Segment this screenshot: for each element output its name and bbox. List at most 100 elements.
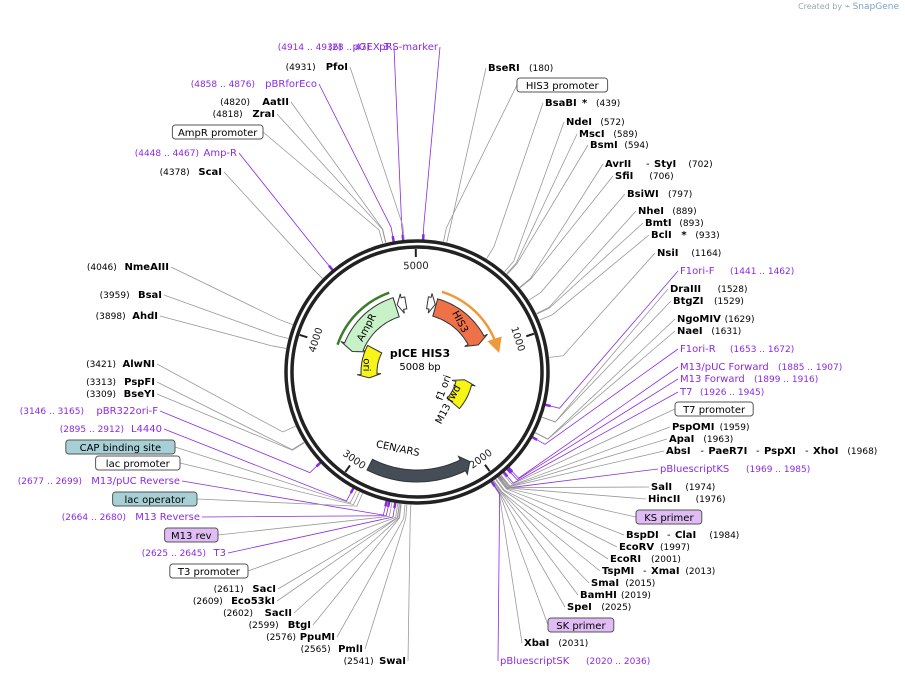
primer-name: M13/pUC Forward [680, 362, 769, 373]
site-bspdi: BspDI-ClaI(1984) [626, 530, 739, 541]
enzyme-position: (1974) [685, 483, 715, 493]
primer-site-mark [393, 502, 397, 509]
enzyme-position: (1997) [660, 543, 690, 553]
plasmid-backbone [284, 239, 550, 505]
primer-name: T7 [679, 387, 692, 398]
site-ppumi: PpuMI(2576) [266, 632, 335, 643]
outer-ring [284, 239, 550, 505]
enzyme-name: NdeI [566, 117, 592, 128]
site-his3-promoter: HIS3 promoter [516, 77, 609, 93]
inner-ring [290, 245, 544, 499]
enzyme-position: (1164) [691, 249, 721, 259]
leader-line [502, 408, 676, 485]
leader-line [495, 478, 618, 548]
enzyme-name: ApaI [669, 434, 694, 445]
enzyme-name: PpuMI [300, 632, 335, 643]
primer-name: pBR322ori-F [96, 406, 158, 417]
primer-name: pBluescriptSK [500, 656, 570, 667]
leader-line [422, 46, 441, 240]
site-prs-marker: pRS-marker(28 .. 47) [329, 42, 439, 53]
primer-site-mark [531, 435, 538, 441]
enzyme-position: (2541) [344, 657, 374, 667]
primer-range: (2625 .. 2645) [142, 549, 206, 559]
enzyme-name: SalI [651, 482, 672, 493]
site-sali: SalI (1974) [651, 482, 715, 493]
feature-name: CAP binding site [80, 443, 162, 454]
leader-line [508, 366, 679, 479]
enzyme-name: NaeI [677, 326, 703, 337]
enzyme-position: (3959) [100, 291, 130, 301]
ampr-sub-arc [336, 291, 390, 346]
enzyme-position: (1629) [725, 315, 755, 325]
leader-line [536, 210, 637, 314]
enzyme-name: PspOMI [672, 422, 714, 433]
enzyme-position: (439) [596, 99, 620, 109]
leader-line [223, 171, 323, 279]
site-bsmi: BsmI(594) [590, 140, 649, 151]
primer-site-mark [544, 403, 552, 408]
leader-line [528, 193, 626, 301]
site-t3-promoter: T3 promoter [169, 563, 249, 579]
site-ampr-promoter: AmpR promoter [171, 124, 264, 140]
primer-site-mark [349, 487, 355, 494]
enzyme-name: PspFI [124, 377, 155, 388]
site-m13-rev: M13 rev [164, 527, 219, 543]
feature-box [171, 124, 264, 140]
leader-line [443, 84, 518, 242]
primer-site-mark [391, 235, 396, 243]
site-tspmi: TspMI-XmaI(2013) [602, 566, 715, 577]
enzyme-name: Eco53kI [231, 596, 275, 607]
site-btgzi: BtgZI(1529) [673, 296, 744, 307]
site-eco53ki: Eco53kI(2609) [193, 596, 275, 607]
leader-line [174, 446, 357, 504]
site-msci: MscI(589) [579, 129, 638, 140]
enzyme-name: BspDI [626, 530, 659, 541]
enzyme-name: ScaI [198, 167, 222, 178]
methylation-star: * [681, 230, 687, 241]
site-aatii: AatII(4820) [220, 97, 289, 108]
site-pbluescriptsk: pBluescriptSK(2020 .. 2036) [500, 656, 650, 667]
primer-name: pBluescriptKS [660, 464, 729, 475]
enzyme-position: (4818) [213, 110, 243, 120]
enzyme-position: (3898) [96, 312, 126, 322]
leader-line [262, 131, 384, 244]
enzyme-name: BsaBI [545, 98, 577, 109]
site-f1ori-r: F1ori-R(1653 .. 1672) [680, 344, 794, 355]
site-bseyi: BseYI(3309) [86, 389, 155, 400]
feature-name: T7 promoter [682, 405, 746, 416]
name-separator: - [646, 159, 650, 170]
enzyme-name: XhoI [813, 446, 838, 457]
leader-line [364, 504, 408, 650]
enzyme-position: (180) [529, 64, 553, 74]
enzyme-name: AbsI [666, 446, 691, 457]
leader-line [407, 504, 412, 662]
site-ndei: NdeI(572) [566, 117, 625, 128]
primer-name: M13 Reverse [135, 512, 200, 523]
enzyme-name: SfiI [615, 171, 633, 182]
his3-promoter-arrow [426, 293, 436, 314]
site-bsabi: BsaBI*(439) [545, 98, 620, 109]
feature-name: lac promoter [106, 459, 171, 470]
leader-line [519, 175, 614, 289]
site-amp-r: Amp-R(4448 .. 4467) [135, 148, 237, 159]
enzyme-position: (2599) [249, 621, 279, 631]
feature-name: KS primer [644, 513, 694, 524]
site-bmti: BmtI(893) [645, 218, 704, 229]
leader-line [156, 393, 305, 451]
enzyme-position: (2565) [301, 645, 331, 655]
leader-line [318, 83, 394, 242]
site-nmeaiii: NmeAIII(4046) [87, 262, 169, 273]
leader-line [497, 477, 637, 518]
ori-label: ori [361, 358, 372, 371]
enzyme-position: (706) [649, 172, 673, 182]
enzyme-name: XbaI [524, 638, 549, 649]
leader-line [506, 133, 578, 274]
primer-name: M13/pUC Reverse [91, 476, 180, 487]
site-f1ori-f: F1ori-F(1441 .. 1462) [680, 266, 794, 277]
enzyme-name: BtgZI [673, 296, 704, 307]
enzyme-name: SacII [265, 608, 292, 619]
name-separator: - [805, 446, 809, 457]
leader-line [227, 503, 396, 554]
enzyme-name: AlwNI [123, 359, 156, 370]
